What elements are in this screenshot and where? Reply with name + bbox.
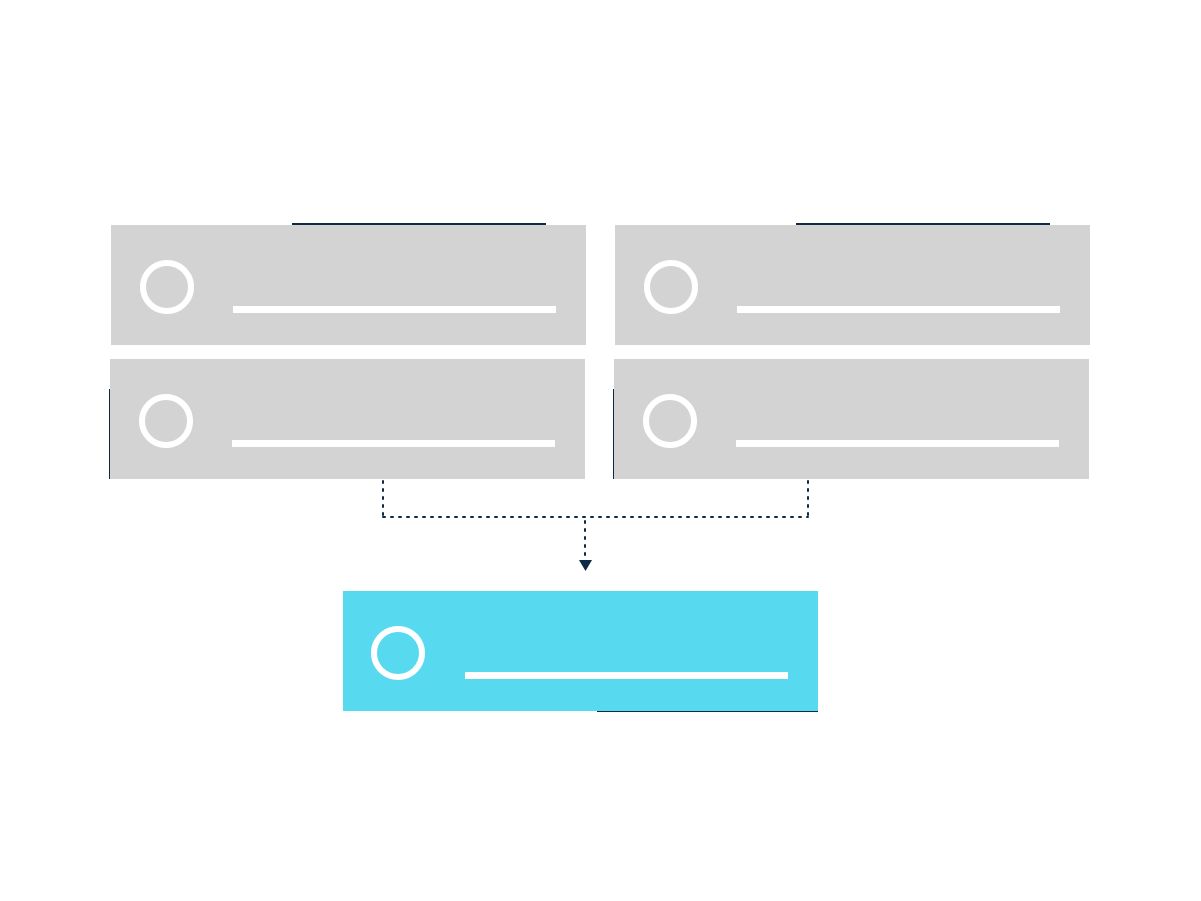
text-placeholder-line (232, 440, 555, 447)
text-placeholder-line (736, 440, 1059, 447)
source-card-bottom-right (614, 359, 1089, 479)
source-card-top-left (111, 225, 586, 345)
text-placeholder-line (737, 306, 1060, 313)
result-card (343, 591, 818, 711)
result-accent-horizontal (597, 710, 818, 712)
circle-placeholder-icon (643, 394, 697, 448)
text-placeholder-line (465, 672, 788, 679)
circle-placeholder-icon (644, 260, 698, 314)
source-card-top-right (615, 225, 1090, 345)
top-right-accent (796, 223, 1050, 225)
text-placeholder-line (233, 306, 556, 313)
circle-placeholder-icon (139, 394, 193, 448)
source-card-bottom-left (110, 359, 585, 479)
top-left-accent (292, 223, 546, 225)
circle-placeholder-icon (371, 626, 425, 680)
circle-placeholder-icon (140, 260, 194, 314)
arrow-down-icon (579, 560, 592, 571)
